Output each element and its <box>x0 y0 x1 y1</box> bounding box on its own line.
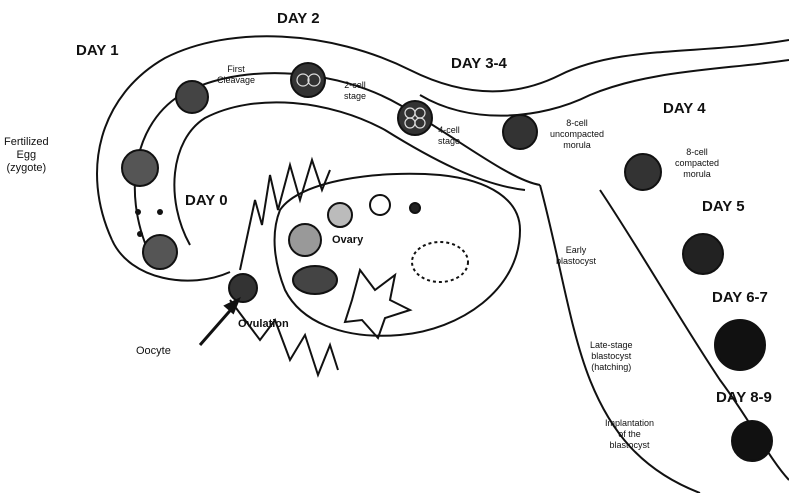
caption-late-blastocyst: Late-stage blastocyst (hatching) <box>590 340 633 373</box>
fimbriae-lower <box>230 300 338 375</box>
label-ovulation: Ovulation <box>238 318 289 330</box>
four-cell-embryo <box>398 101 432 135</box>
eight-cell-compacted <box>625 154 661 190</box>
label-day-4: DAY 4 <box>663 100 706 117</box>
label-day-3-4: DAY 3-4 <box>451 55 507 72</box>
label-ovary: Ovary <box>332 234 363 246</box>
caption-four-cell: 4-cell stage <box>438 125 460 147</box>
ovary-follicle-1 <box>328 203 352 227</box>
caption-early-blastocyst: Early blastocyst <box>556 245 596 267</box>
label-day-5: DAY 5 <box>702 198 745 215</box>
label-day-0: DAY 0 <box>185 192 228 209</box>
caption-eight-cell-uncompacted: 8-cell uncompacted morula <box>550 118 604 151</box>
fimbriae <box>240 160 330 270</box>
label-day-6-7: DAY 6-7 <box>712 289 768 306</box>
caption-first-cleavage: First Cleavage <box>217 64 255 86</box>
label-day-2: DAY 2 <box>277 10 320 27</box>
caption-fertilized-egg: Fertilized Egg (zygote) <box>4 136 49 175</box>
late-blastocyst <box>715 320 765 370</box>
fertilization-cell <box>143 235 177 269</box>
implanting-blastocyst <box>732 421 772 461</box>
caption-two-cell: 2-cell stage <box>344 80 366 102</box>
ovary-follicle-large <box>289 224 321 256</box>
label-day-1: DAY 1 <box>76 42 119 59</box>
corpus-luteum <box>345 270 410 338</box>
ovary-follicle-3 <box>410 203 420 213</box>
eight-cell-uncompacted <box>503 115 537 149</box>
caption-implantation: Implantation of the blastocyst <box>605 418 654 451</box>
caption-eight-cell-compacted: 8-cell compacted morula <box>675 147 719 180</box>
ruptured-follicle <box>293 266 337 294</box>
ovary-follicle-2 <box>370 195 390 215</box>
label-oocyte: Oocyte <box>136 345 171 357</box>
early-blastocyst <box>683 234 723 274</box>
zygote-cell <box>122 150 158 186</box>
follicle-dashed <box>412 242 468 282</box>
oocyte-cell <box>229 274 257 302</box>
first-cleavage-cell <box>176 81 208 113</box>
label-day-8-9: DAY 8-9 <box>716 389 772 406</box>
